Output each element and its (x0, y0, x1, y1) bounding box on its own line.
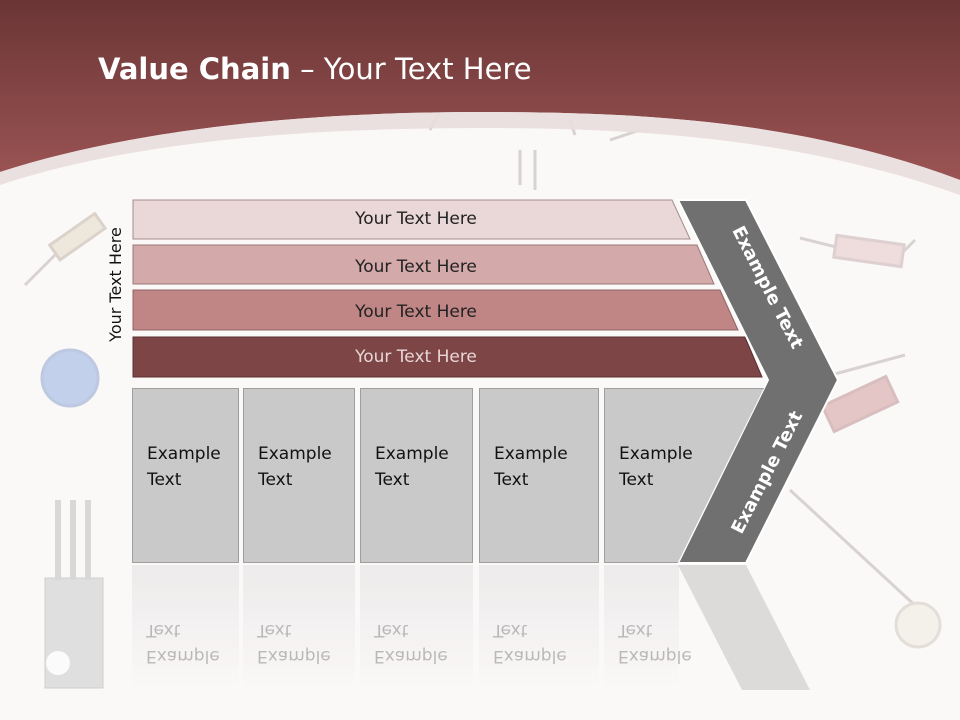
box-3-text: Example Text (375, 444, 449, 490)
box-4-text: Example Text (494, 444, 568, 490)
box-2-reflection: Example Text (243, 565, 355, 690)
box-3: Example Text (360, 388, 473, 563)
box-5-text: Example Text (619, 444, 693, 490)
box-2: Example Text (243, 388, 355, 563)
box-1: Example Text (132, 388, 239, 563)
chevron-arrow (676, 199, 840, 564)
box-1-reflection: Example Text (132, 565, 239, 690)
bar-3-label: Your Text Here (355, 302, 477, 322)
box-4-reflection: Example Text (479, 565, 599, 690)
bar-2-shape (132, 244, 715, 285)
box-1-text: Example Text (147, 444, 221, 490)
box-2-text: Example Text (258, 444, 332, 490)
bar-3-shape (132, 289, 739, 331)
side-label: Your Text Here (106, 227, 125, 342)
box-3-reflection: Example Text (360, 565, 473, 690)
bar-2-label: Your Text Here (355, 257, 477, 277)
bar-1-shape (132, 199, 691, 240)
bar-4-label: Your Text Here (355, 347, 477, 367)
page-title: Value Chain – Your Text Here (98, 52, 532, 86)
bar-1-label: Your Text Here (355, 209, 477, 229)
bar-4-shape (132, 336, 763, 378)
box-4: Example Text (479, 388, 599, 563)
box-5-reflection: Example Text (604, 565, 692, 690)
